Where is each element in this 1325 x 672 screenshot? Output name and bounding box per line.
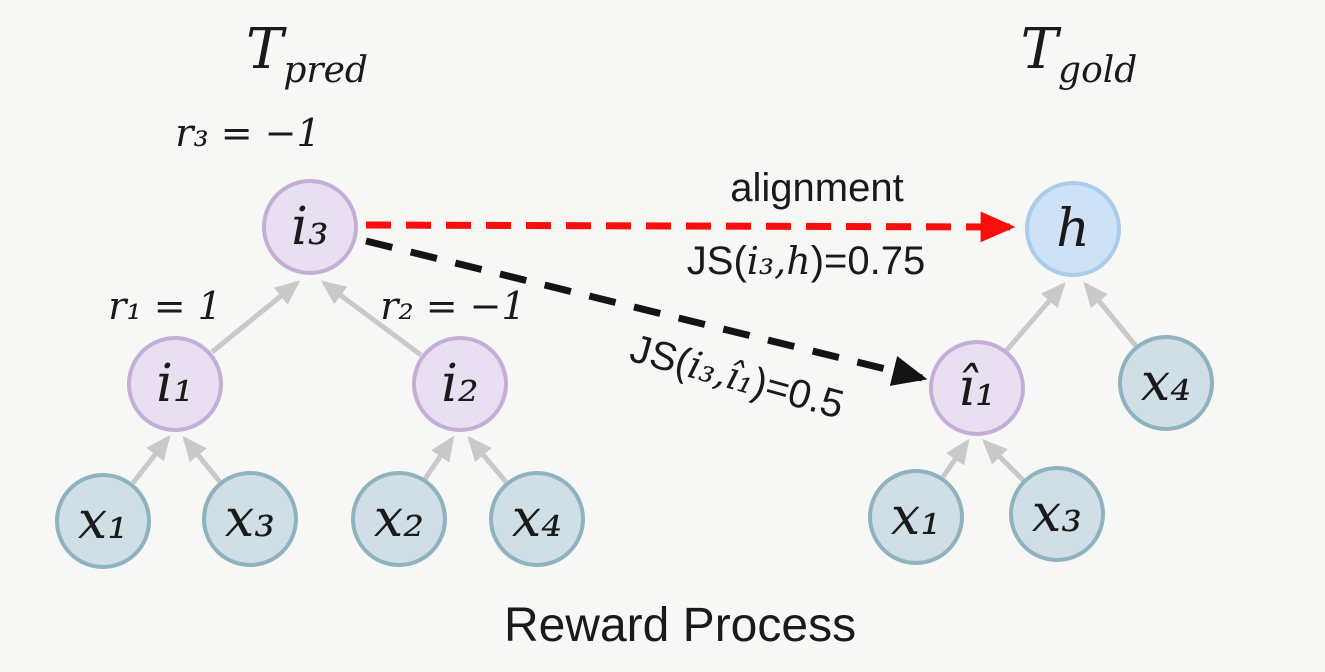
pred-tree-title-main: T [246, 17, 284, 82]
edge-x4-to-i2 [467, 435, 508, 484]
gold-tree-title-main: T [1020, 17, 1059, 82]
node-pred-x1: x₁ [55, 473, 151, 569]
reward-label-r3: r₃ = −1 [175, 111, 321, 155]
node-pred-i3: i₃ [262, 179, 358, 275]
figure-caption: Reward Process [503, 599, 857, 652]
edge-gold-x4-to-h [1083, 281, 1138, 348]
js-score-h-prefix: JS( [686, 239, 747, 283]
edge-i2-to-i3 [320, 280, 423, 358]
js-score-h-label: JS(i₃,h)=0.75 [687, 241, 925, 281]
alignment-arrow-label: alignment [730, 166, 904, 210]
node-gold-h: h [1025, 181, 1121, 277]
pred-tree-title: Tpred [246, 22, 368, 89]
node-pred-x3: x₃ [202, 471, 298, 567]
js-score-h-suffix: )=0.75 [810, 239, 926, 283]
alignment-arrow-i3-to-h [365, 211, 1016, 243]
node-gold-x1: x₁ [868, 469, 964, 565]
node-pred-i2: i₂ [412, 336, 508, 432]
edge-x2-to-i2 [422, 435, 455, 481]
pred-tree-title-sub: pred [283, 50, 368, 91]
alignment-arrow-i3-to-i1hat [365, 237, 928, 386]
gold-tree-title-sub: gold [1058, 50, 1138, 91]
node-pred-x4: x₄ [489, 471, 585, 567]
js-score-h-args: i₃,h [746, 239, 811, 283]
edge-i1-to-i3 [210, 280, 301, 354]
reward-label-r1: r₁ = 1 [108, 284, 222, 328]
node-pred-i1: i₁ [127, 336, 223, 432]
gold-tree-title: Tgold [1021, 22, 1138, 89]
node-gold-x3: x₃ [1009, 466, 1105, 562]
node-gold-x4: x₄ [1118, 335, 1214, 431]
reward-label-r2: r₂ = −1 [380, 284, 526, 328]
edge-gold-x1-to-i1hat [940, 438, 970, 479]
edge-i1hat-to-h [1004, 281, 1066, 353]
node-gold-i1-hat: ı̂₁ [929, 340, 1025, 436]
node-pred-x2: x₂ [351, 471, 447, 567]
edge-x3-to-i1 [182, 435, 222, 484]
edge-gold-x3-to-i1hat [982, 439, 1025, 482]
edge-x1-to-i1 [131, 434, 171, 485]
